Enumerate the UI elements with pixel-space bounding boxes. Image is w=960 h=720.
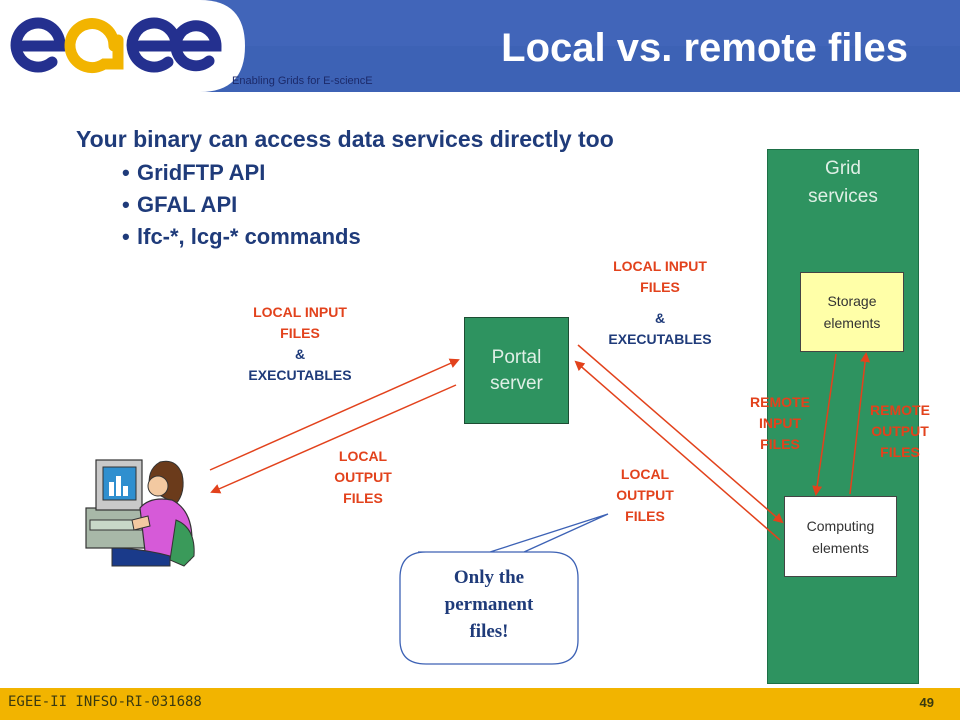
label-line: FILES xyxy=(760,436,800,452)
grid-services-column xyxy=(767,149,919,684)
bullet-text: GFAL API xyxy=(137,192,238,217)
bullet-text: GridFTP API xyxy=(137,160,266,185)
remote-output-label: REMOTE OUTPUT FILES xyxy=(844,400,956,463)
user-input-label: LOCAL INPUT FILES & EXECUTABLES xyxy=(220,302,380,386)
label-line: FILES xyxy=(640,279,680,295)
portal-label-line: server xyxy=(490,372,543,394)
grid-services-label: Grid services xyxy=(767,155,919,211)
egee-logo-mark xyxy=(10,17,222,74)
label-line: FILES xyxy=(880,444,920,460)
callout-line: files! xyxy=(469,621,509,642)
bullet-item: •lfc-*, lcg-* commands xyxy=(122,224,361,249)
label-line: EXECUTABLES xyxy=(248,367,352,383)
label-line: LOCAL xyxy=(338,448,388,464)
tagline: Enabling Grids for E-sciencE xyxy=(232,75,373,87)
computing-elements-box: Computing elements xyxy=(784,496,897,577)
portal-server-box: Portal server xyxy=(464,317,569,424)
label-line: OUTPUT xyxy=(334,469,392,485)
label-line: LOCAL xyxy=(620,466,670,482)
footer-bar xyxy=(0,688,960,720)
label-line: & xyxy=(294,346,306,362)
storage-label-line: Storage xyxy=(827,293,877,309)
label-line: OUTPUT xyxy=(616,487,674,503)
page-number: 49 xyxy=(919,695,934,710)
portal-label-line: Portal xyxy=(491,346,542,368)
label-line: FILES xyxy=(343,490,383,506)
label-line: FILES xyxy=(280,325,320,341)
computing-label-line: elements xyxy=(812,539,869,556)
callout-line: Only the xyxy=(453,567,525,588)
ce-input-label: LOCAL INPUT FILES & EXECUTABLES xyxy=(582,256,738,350)
label-line: LOCAL INPUT xyxy=(613,258,707,274)
egee-logo xyxy=(0,0,240,92)
label-line: REMOTE xyxy=(870,402,930,418)
label-line: FILES xyxy=(625,508,665,524)
remote-input-label: REMOTE INPUT FILES xyxy=(724,392,836,455)
footer-project-id: EGEE-II INFSO-RI-031688 xyxy=(8,694,202,710)
bullet-item: •GridFTP API xyxy=(122,160,266,185)
storage-label-line: elements xyxy=(823,315,881,331)
label-line: & xyxy=(654,310,666,326)
label-line: INPUT xyxy=(759,415,801,431)
bullet-text: lfc-*, lcg-* commands xyxy=(137,224,361,249)
grid-services-label-line: services xyxy=(808,186,878,207)
label-line: LOCAL INPUT xyxy=(253,304,347,320)
callout-line: permanent xyxy=(444,594,534,615)
label-line: OUTPUT xyxy=(871,423,929,439)
page-title: Local vs. remote files xyxy=(501,26,908,70)
ce-output-label: LOCAL OUTPUT FILES xyxy=(582,464,708,527)
callout-text: Only the permanent files! xyxy=(402,564,576,645)
user-output-label: LOCAL OUTPUT FILES xyxy=(300,446,426,509)
storage-elements-box: Storage elements xyxy=(800,272,904,352)
intro-text: Your binary can access data services dir… xyxy=(76,126,614,152)
bullet-item: •GFAL API xyxy=(122,192,238,217)
label-line: EXECUTABLES xyxy=(608,331,712,347)
computing-label-line: Computing xyxy=(806,517,875,534)
grid-services-label-line: Grid xyxy=(825,158,861,179)
user-at-computer-icon xyxy=(85,459,195,567)
label-line: REMOTE xyxy=(750,394,810,410)
